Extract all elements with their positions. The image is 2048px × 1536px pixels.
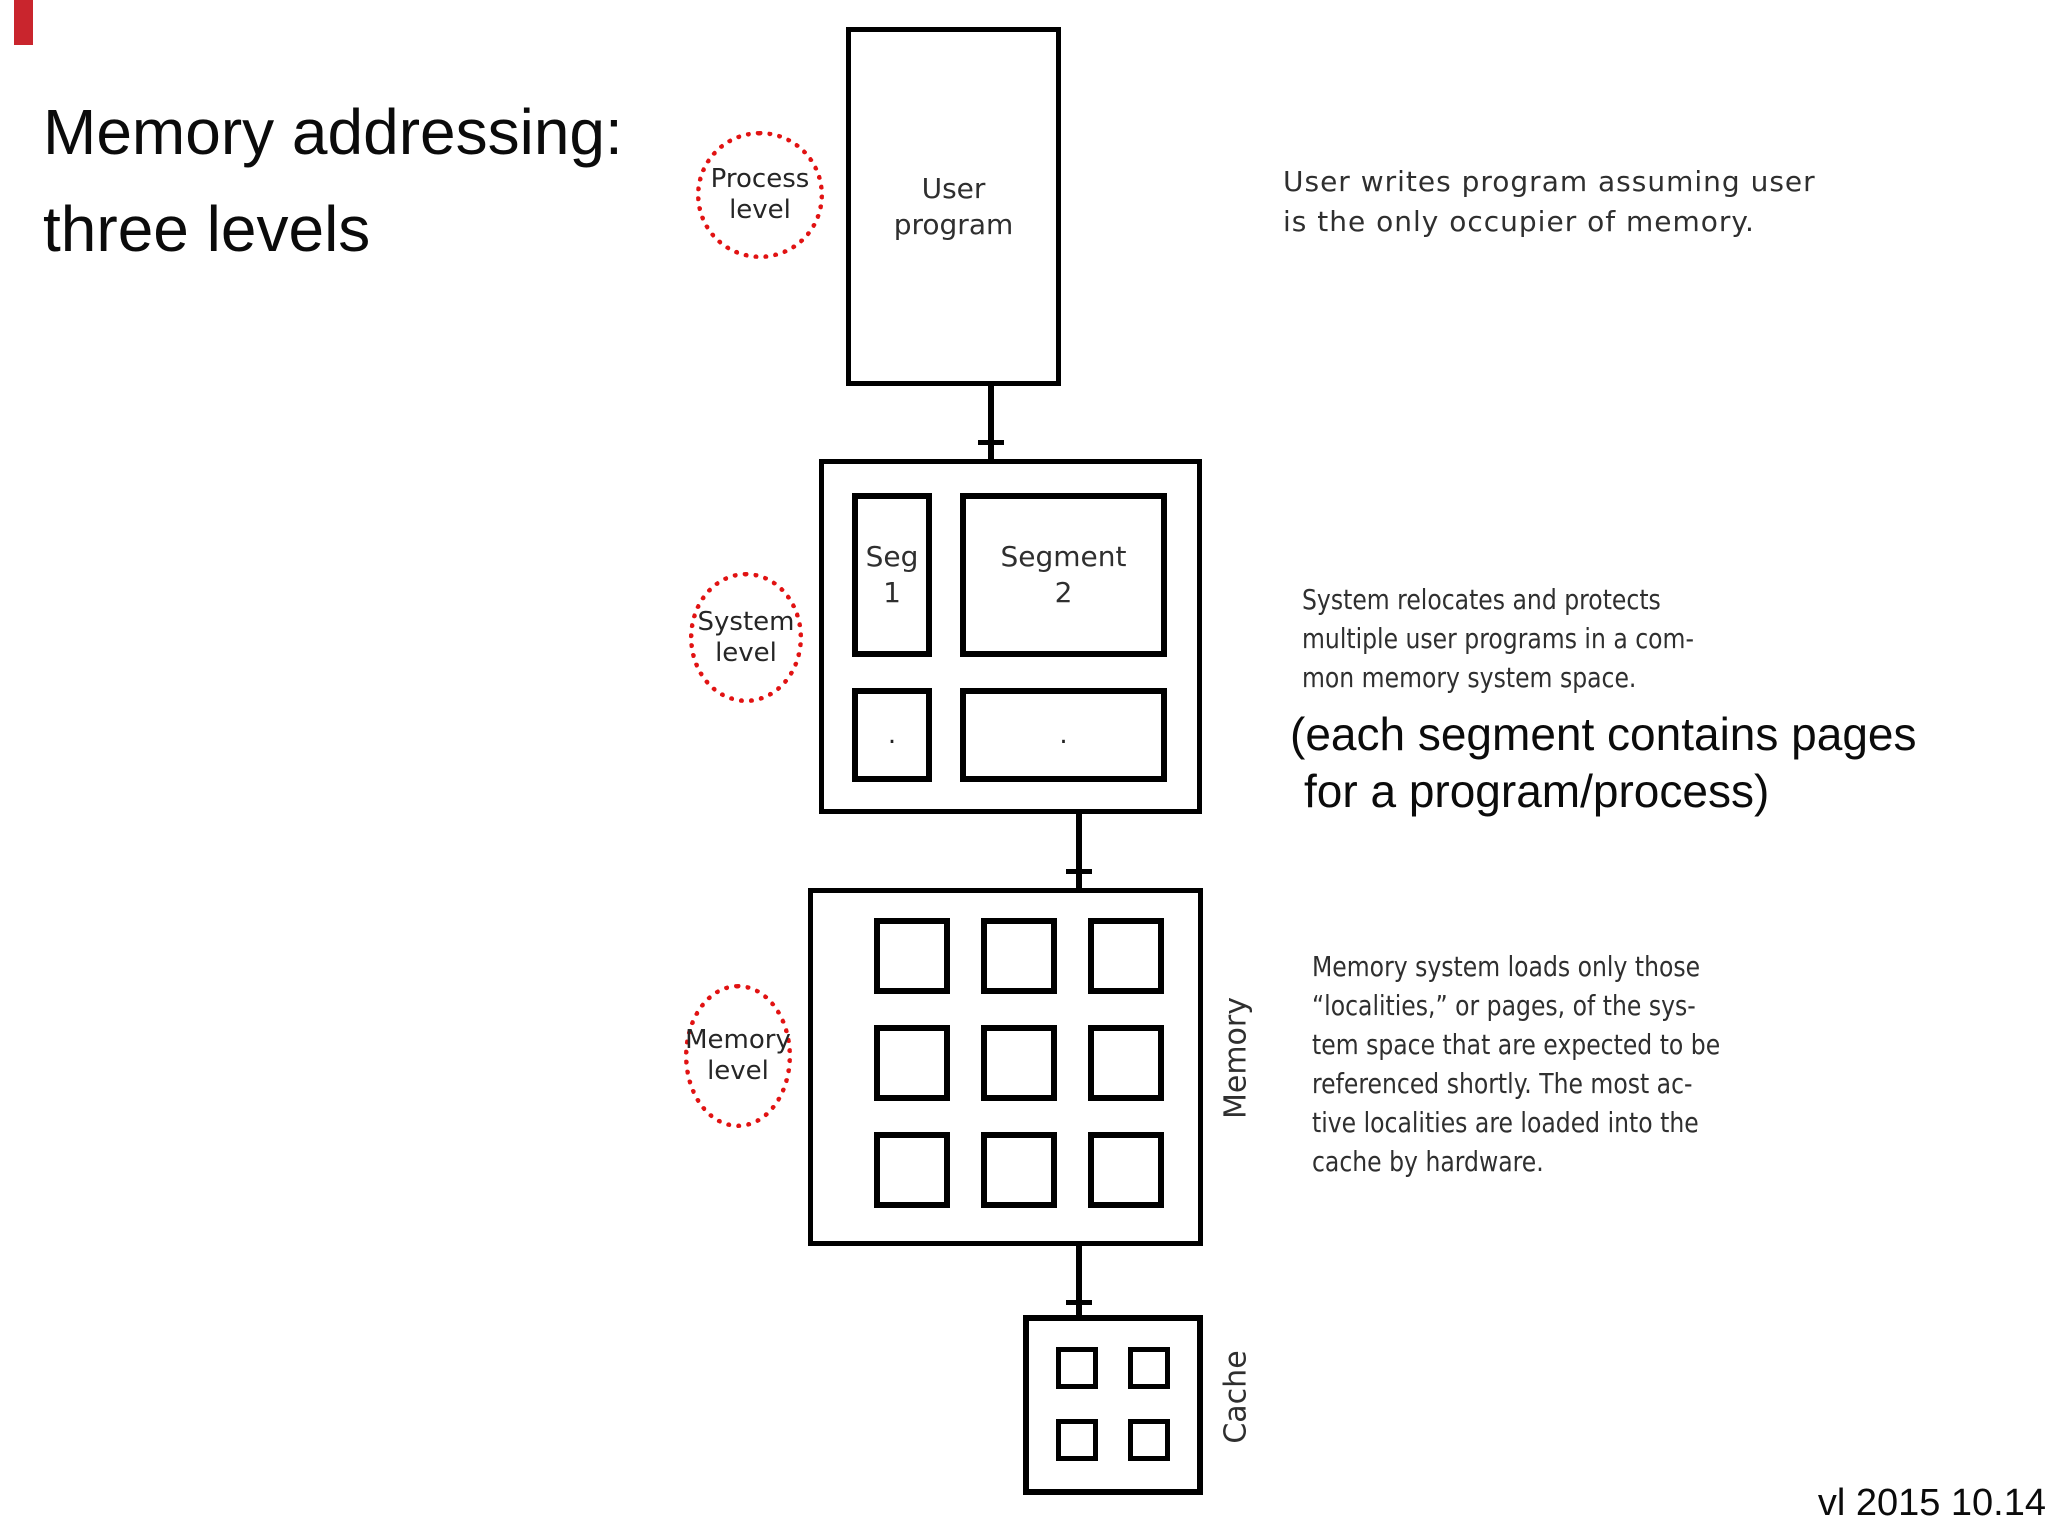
connector-arrow-tick-2 bbox=[1066, 869, 1092, 874]
memory-level-circle: Memory level bbox=[684, 984, 792, 1128]
cache-box bbox=[1023, 1315, 1203, 1495]
connector-arrow-tick-1 bbox=[978, 440, 1004, 445]
memory-level-description: Memory system loads only those “localiti… bbox=[1312, 950, 1721, 1178]
annotation-line-1: (each segment contains pages bbox=[1290, 708, 1917, 760]
segment-2-box: Segment 2 bbox=[960, 493, 1167, 657]
system-level-circle: System level bbox=[689, 572, 803, 703]
memory-page-cell bbox=[874, 1025, 950, 1101]
segment-ellipsis-box-1: . bbox=[852, 688, 932, 782]
process-level-description: User writes program assuming user is the… bbox=[1283, 165, 1816, 238]
user-program-label: User program bbox=[893, 171, 1014, 241]
memory-level-circle-label: Memory level bbox=[685, 1025, 791, 1086]
ellipsis-dot-2: . bbox=[1059, 720, 1068, 750]
red-corner-mark bbox=[14, 0, 33, 45]
cache-line-grid bbox=[1056, 1347, 1170, 1461]
memory-page-cell bbox=[981, 918, 1057, 994]
segment-1-label: Seg 1 bbox=[865, 540, 919, 609]
cache-cell bbox=[1056, 1347, 1098, 1389]
memory-page-grid bbox=[874, 918, 1164, 1208]
system-level-description: System relocates and protects multiple u… bbox=[1302, 583, 1694, 694]
connector-system-to-memory bbox=[1076, 812, 1082, 890]
memory-page-cell bbox=[874, 918, 950, 994]
annotation-line-2: for a program/process) bbox=[1304, 765, 1770, 817]
memory-page-cell bbox=[1088, 1025, 1164, 1101]
cache-cell bbox=[1128, 1347, 1170, 1389]
ellipsis-dot-1: . bbox=[887, 720, 897, 750]
memory-page-cell bbox=[981, 1025, 1057, 1101]
memory-page-cell bbox=[874, 1132, 950, 1208]
footer-version-text: vl 2015 10.14 bbox=[1817, 1482, 2046, 1524]
segment-1-box: Seg 1 bbox=[852, 493, 932, 657]
connector-arrow-tick-3 bbox=[1066, 1300, 1092, 1305]
segment-ellipsis-box-2: . bbox=[960, 688, 1167, 782]
system-level-circle-label: System level bbox=[697, 606, 795, 668]
process-level-circle-label: Process level bbox=[710, 164, 810, 225]
cache-side-label: Cache bbox=[1218, 1350, 1254, 1444]
segment-2-label: Segment 2 bbox=[1000, 540, 1127, 609]
cache-cell bbox=[1128, 1419, 1170, 1461]
memory-page-cell bbox=[1088, 918, 1164, 994]
memory-page-cell bbox=[981, 1132, 1057, 1208]
process-level-circle: Process level bbox=[696, 131, 824, 259]
connector-memory-to-cache bbox=[1076, 1244, 1082, 1317]
memory-side-label: Memory bbox=[1218, 996, 1254, 1120]
cache-cell bbox=[1056, 1419, 1098, 1461]
annotation-text: (each segment contains pages for a progr… bbox=[1290, 706, 1917, 820]
user-program-box: User program bbox=[846, 27, 1061, 386]
memory-page-cell bbox=[1088, 1132, 1164, 1208]
slide-title: Memory addressing: three levels bbox=[43, 96, 623, 265]
connector-user-to-system bbox=[988, 386, 994, 462]
